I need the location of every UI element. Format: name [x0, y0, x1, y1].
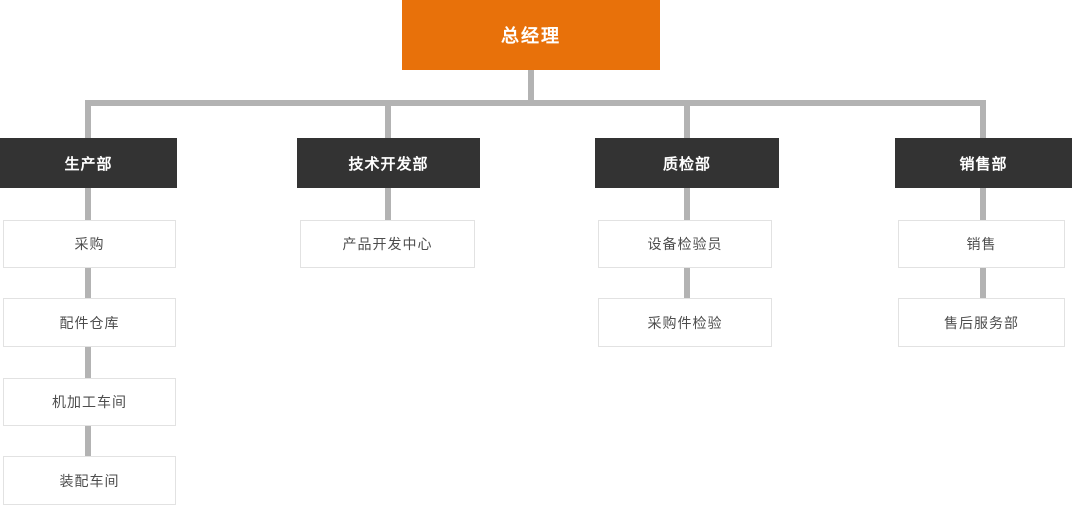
- connector-drop-sales: [980, 106, 986, 138]
- node-quality-dept: 质检部: [595, 138, 779, 188]
- connector-production-child2: [85, 268, 91, 298]
- node-machining-workshop: 机加工车间: [3, 378, 176, 426]
- node-product-dev-center: 产品开发中心: [300, 220, 475, 268]
- connector-horizontal-bar: [85, 100, 986, 106]
- node-tech-dev-dept: 技术开发部: [297, 138, 480, 188]
- connector-sales-child2: [980, 268, 986, 298]
- node-purchased-parts-inspection: 采购件检验: [598, 298, 772, 347]
- connector-tech-dev-child1: [385, 188, 391, 220]
- node-assembly-workshop: 装配车间: [3, 456, 176, 505]
- connector-production-child1: [85, 188, 91, 220]
- connector-drop-quality: [684, 106, 690, 138]
- connector-quality-child2: [684, 268, 690, 298]
- connector-production-child3: [85, 347, 91, 378]
- node-production-dept: 生产部: [0, 138, 177, 188]
- node-after-sales-service: 售后服务部: [898, 298, 1065, 347]
- connector-root-stub: [528, 70, 534, 100]
- connector-quality-child1: [684, 188, 690, 220]
- node-equipment-inspector: 设备检验员: [598, 220, 772, 268]
- node-parts-warehouse: 配件仓库: [3, 298, 176, 347]
- connector-sales-child1: [980, 188, 986, 220]
- node-sales-dept: 销售部: [895, 138, 1072, 188]
- connector-drop-tech-dev: [385, 106, 391, 138]
- node-purchasing: 采购: [3, 220, 176, 268]
- node-general-manager: 总经理: [402, 0, 660, 70]
- connector-drop-production: [85, 106, 91, 138]
- connector-production-child4: [85, 426, 91, 456]
- node-sales: 销售: [898, 220, 1065, 268]
